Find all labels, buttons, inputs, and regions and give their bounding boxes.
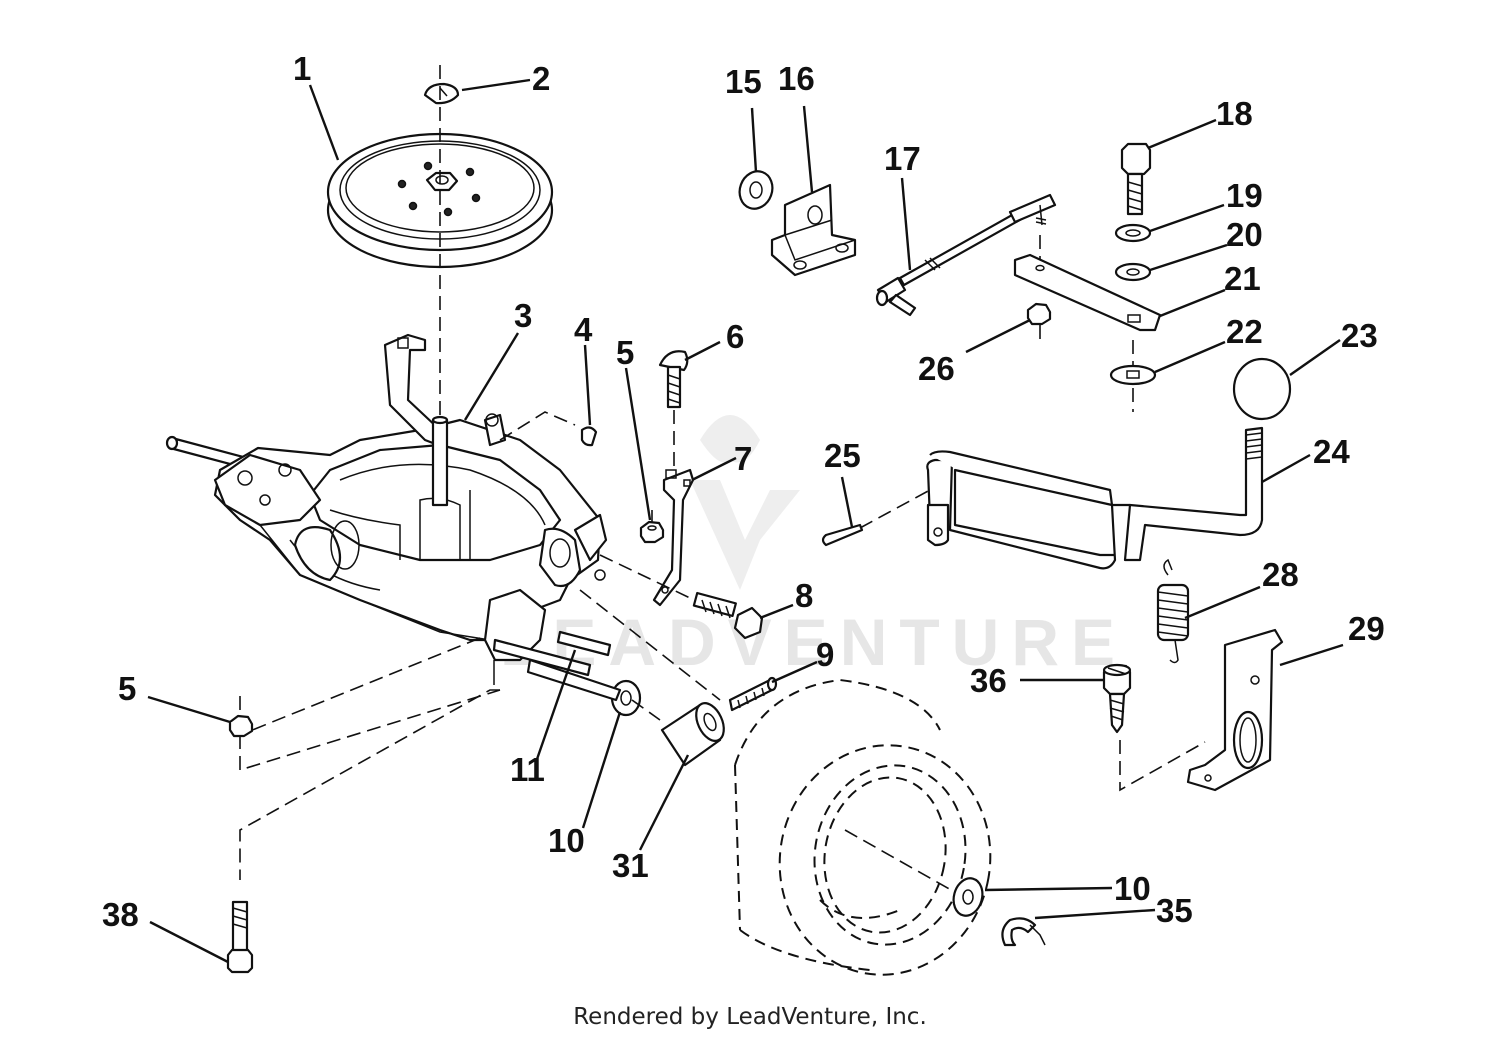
hex-bolt-8 (692, 591, 764, 640)
callout-21: 21 (1224, 260, 1261, 297)
callout-18: 18 (1216, 95, 1253, 132)
callout-5: 5 (118, 670, 136, 707)
lever-plate (1013, 253, 1162, 332)
callout-17: 17 (884, 140, 921, 177)
hex-nut-upper (639, 520, 665, 544)
callout-7: 7 (734, 440, 752, 477)
callout-35: 35 (1156, 892, 1193, 929)
axle-key (556, 630, 612, 657)
callout-28: 28 (1262, 556, 1299, 593)
callout-31: 31 (612, 847, 649, 884)
callout-36: 36 (970, 662, 1007, 699)
flat-washer-right (952, 877, 984, 917)
e-clip-top (423, 82, 460, 105)
shift-knob (1232, 357, 1292, 421)
transaxle (165, 333, 608, 685)
callout-6: 6 (726, 318, 744, 355)
tension-spring (1156, 558, 1190, 664)
callout-8: 8 (795, 577, 813, 614)
callout-9: 9 (816, 636, 834, 673)
callout-22: 22 (1226, 313, 1263, 350)
callout-26: 26 (918, 350, 955, 387)
washer-20 (1114, 262, 1152, 282)
spring-bracket (1186, 628, 1284, 792)
callout-11: 11 (510, 751, 545, 788)
shift-lever (926, 426, 1264, 570)
hex-nut-lower (228, 714, 254, 738)
callout-38: 38 (102, 896, 139, 933)
mounting-bracket-16 (770, 183, 857, 277)
cotter-pin (821, 523, 864, 547)
carriage-bolt (658, 350, 689, 409)
callout-5: 5 (616, 334, 634, 371)
hex-bolt-18 (1120, 142, 1152, 216)
woodruff-key (580, 426, 598, 447)
shift-bracket (652, 468, 695, 607)
wheel-assembly (734, 678, 992, 976)
hex-nut-26 (1026, 302, 1052, 326)
callout-19: 19 (1226, 177, 1263, 214)
callout-1: 1 (293, 50, 311, 87)
hex-bolt-38 (226, 900, 254, 974)
hex-screw-36 (1102, 663, 1132, 734)
callout-20: 20 (1226, 216, 1263, 253)
washer-22 (1109, 364, 1157, 386)
callout-10: 10 (1114, 870, 1151, 907)
callout-29: 29 (1348, 610, 1385, 647)
callout-23: 23 (1341, 317, 1378, 354)
callout-labels: 1 2 3 4 5 5 6 7 8 9 10 10 11 15 16 17 18… (102, 50, 1385, 933)
footer-credit: Rendered by LeadVenture, Inc. (573, 1004, 927, 1030)
callout-24: 24 (1313, 433, 1350, 470)
callout-16: 16 (778, 60, 815, 97)
leader-lines (147, 78, 1344, 964)
callout-3: 3 (514, 297, 532, 334)
callout-2: 2 (532, 60, 550, 97)
washer-15 (738, 170, 774, 210)
lock-washer (1114, 223, 1152, 243)
axle-spacer (660, 702, 725, 767)
callout-15: 15 (725, 63, 762, 100)
shift-rod (875, 193, 1057, 317)
callout-4: 4 (574, 311, 593, 348)
callout-25: 25 (824, 437, 861, 474)
e-clip-wheel (1001, 917, 1046, 947)
spring-9 (728, 676, 778, 712)
callout-10: 10 (548, 822, 585, 859)
